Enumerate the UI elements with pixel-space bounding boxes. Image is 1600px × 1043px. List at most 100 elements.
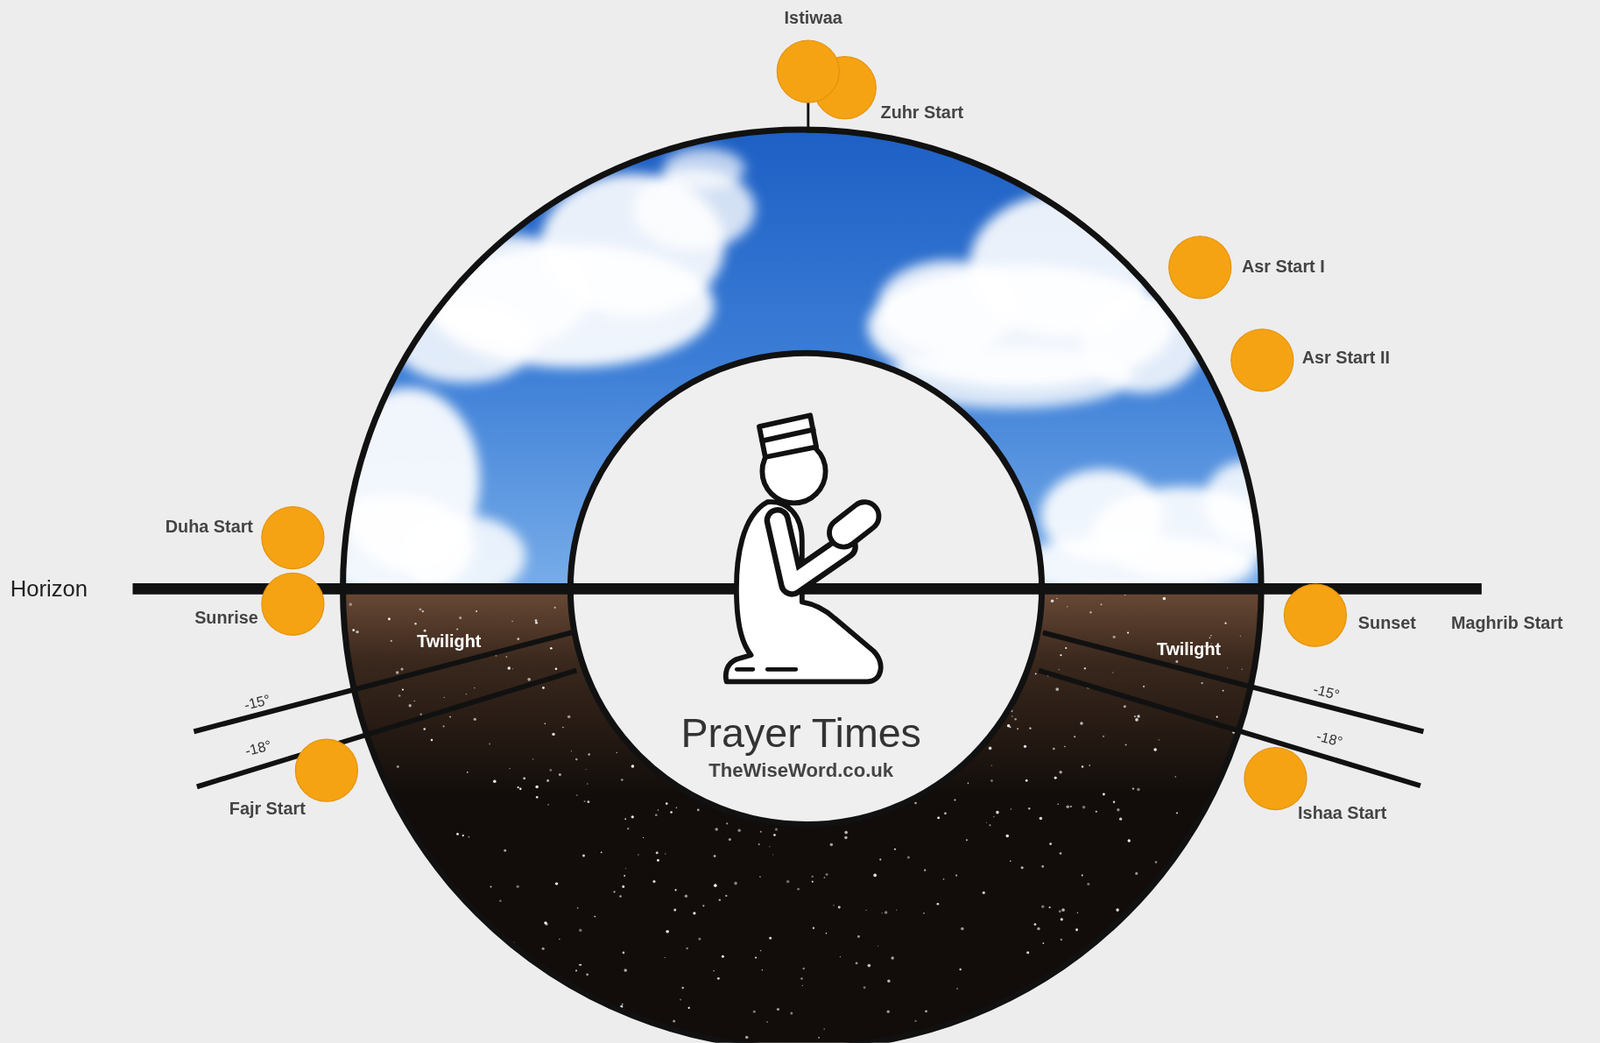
star (555, 881, 558, 885)
cloud-puff (866, 265, 1174, 388)
star (665, 802, 669, 805)
star (672, 1020, 676, 1023)
cloud-puff (402, 514, 526, 597)
star (937, 816, 940, 819)
star (1060, 938, 1063, 941)
star (512, 668, 514, 670)
star (775, 827, 778, 831)
star (766, 1021, 769, 1023)
star (1079, 721, 1083, 725)
star (855, 961, 859, 965)
star (577, 907, 579, 910)
star (1014, 718, 1016, 720)
star (535, 621, 538, 625)
star (1124, 593, 1127, 596)
star (692, 911, 696, 915)
star (1134, 715, 1136, 718)
diagram-title: Prayer Times (680, 709, 922, 757)
star (1155, 860, 1158, 864)
star (669, 810, 673, 814)
sun-disc (261, 507, 325, 570)
star (543, 723, 546, 726)
star (1026, 951, 1030, 954)
zenith-stick (806, 99, 810, 133)
star (990, 779, 994, 783)
star (721, 955, 725, 959)
time-label: Asr Start II (1302, 348, 1390, 369)
star (549, 768, 552, 772)
angle-label: -18° (1314, 727, 1345, 750)
star (456, 832, 459, 836)
star (1102, 792, 1106, 796)
angle-label: -15° (1311, 680, 1342, 703)
star (1055, 687, 1059, 691)
star (652, 880, 656, 883)
star (1086, 882, 1090, 886)
star (728, 838, 732, 841)
star (702, 904, 705, 907)
star (422, 610, 424, 613)
star (673, 909, 677, 912)
star (507, 666, 510, 670)
cloud-puff (1081, 290, 1205, 394)
star (688, 1007, 691, 1009)
star (1084, 667, 1086, 670)
star (473, 718, 477, 721)
star (519, 788, 522, 791)
star (697, 808, 700, 811)
sun-disc (261, 572, 325, 635)
star (352, 628, 355, 632)
star (1200, 682, 1203, 684)
time-label: Istiwaa (784, 8, 843, 29)
star (1176, 811, 1178, 814)
star (1050, 599, 1054, 602)
star (830, 843, 834, 847)
star (1100, 603, 1103, 606)
star (575, 969, 578, 972)
star (593, 916, 596, 918)
star (1127, 631, 1129, 634)
star (825, 932, 828, 935)
star (621, 1003, 624, 1006)
star (1222, 690, 1225, 692)
star (624, 817, 627, 820)
star (786, 880, 790, 883)
cloud-puff (662, 148, 745, 190)
sun-disc (776, 40, 839, 103)
star (761, 969, 763, 971)
star (625, 867, 627, 869)
star (817, 1036, 820, 1039)
star (475, 610, 478, 613)
star (1042, 942, 1044, 945)
node-outline (567, 350, 1045, 828)
star (586, 800, 590, 804)
star (1060, 917, 1064, 921)
star (993, 816, 994, 818)
star (1066, 606, 1069, 608)
star (1047, 675, 1050, 677)
star (1127, 838, 1131, 842)
star (760, 831, 762, 833)
star (713, 883, 718, 888)
star (802, 967, 805, 971)
star (1175, 775, 1177, 777)
star (1064, 647, 1067, 649)
node-outline (1283, 583, 1347, 647)
star (503, 849, 507, 853)
star (627, 827, 629, 830)
star (398, 694, 402, 698)
star (1175, 660, 1178, 663)
star (495, 655, 497, 656)
time-label: Asr Start I (1241, 257, 1326, 278)
angle-line (197, 670, 577, 788)
time-label: Maghrib Start (1451, 613, 1564, 635)
star (867, 964, 872, 968)
star (600, 852, 603, 854)
star (532, 758, 534, 760)
twilight-label: Twilight (416, 632, 481, 653)
star (717, 977, 720, 980)
site-credit: TheWiseWord.co.uk (708, 759, 894, 782)
star (800, 977, 804, 980)
star (863, 986, 867, 989)
